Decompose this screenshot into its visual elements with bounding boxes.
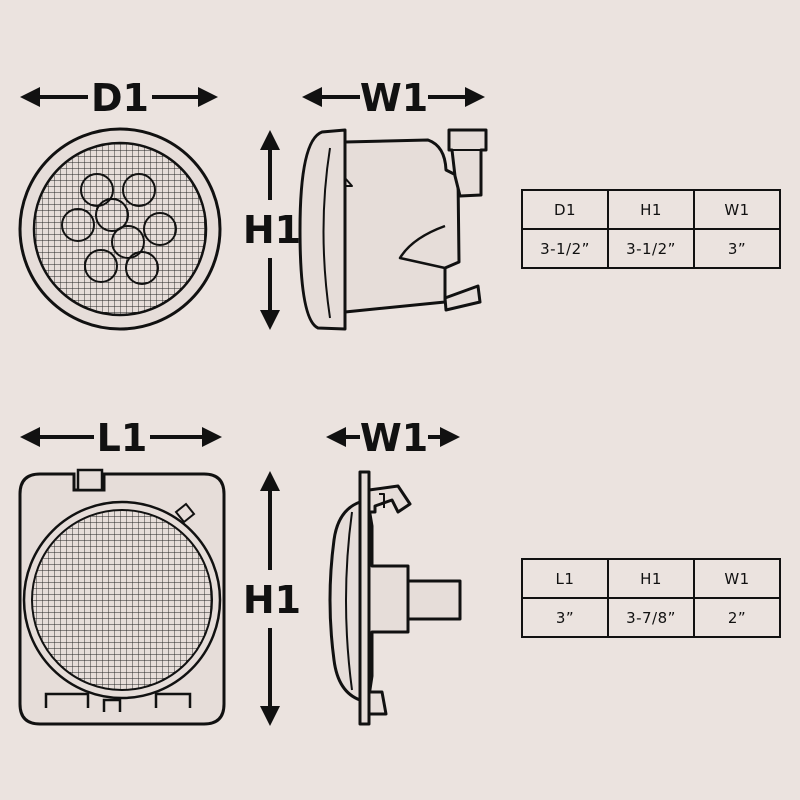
bottom-h1-dimension: H1 (243, 471, 301, 726)
table-header-cell: H1 (607, 189, 695, 230)
table-header-row: D1 H1 W1 (521, 189, 781, 230)
table-value-cell: 2” (693, 597, 781, 638)
table-value-cell: 3-7/8” (607, 597, 695, 638)
bottom-w1-dimension: W1 (326, 416, 460, 460)
round-lamp-side-view (298, 128, 488, 331)
l1-dimension: L1 (20, 416, 222, 460)
l1-label: L1 (97, 416, 148, 460)
top-w1-dimension: W1 (302, 76, 485, 120)
square-lamp-side-view (328, 470, 462, 726)
table-header-cell: W1 (693, 189, 781, 230)
top-h1-label: H1 (243, 208, 301, 252)
table-value-row: 3” 3-7/8” 2” (521, 597, 781, 638)
table-header-row: L1 H1 W1 (521, 558, 781, 599)
table-value-cell: 3-1/2” (607, 228, 695, 269)
table-header-cell: H1 (607, 558, 695, 599)
top-h1-dimension: H1 (243, 130, 301, 330)
top-w1-label: W1 (360, 76, 428, 120)
table-header-cell: W1 (693, 558, 781, 599)
table-value-cell: 3” (521, 597, 609, 638)
square-lamp-front-view (18, 468, 226, 726)
table-value-cell: 3-1/2” (521, 228, 609, 269)
table-value-row: 3-1/2” 3-1/2” 3” (521, 228, 781, 269)
table-header-cell: L1 (521, 558, 609, 599)
d1-label: D1 (91, 76, 149, 120)
bottom-w1-label: W1 (360, 416, 428, 460)
top-spec-table: D1 H1 W1 3-1/2” 3-1/2” 3” (521, 189, 781, 269)
d1-dimension: D1 (20, 76, 218, 120)
round-lamp-front-view (18, 127, 222, 331)
led-circles (61, 173, 177, 285)
table-header-cell: D1 (521, 189, 609, 230)
table-value-cell: 3” (693, 228, 781, 269)
bottom-h1-label: H1 (243, 578, 301, 622)
bottom-spec-table: L1 H1 W1 3” 3-7/8” 2” (521, 558, 781, 638)
